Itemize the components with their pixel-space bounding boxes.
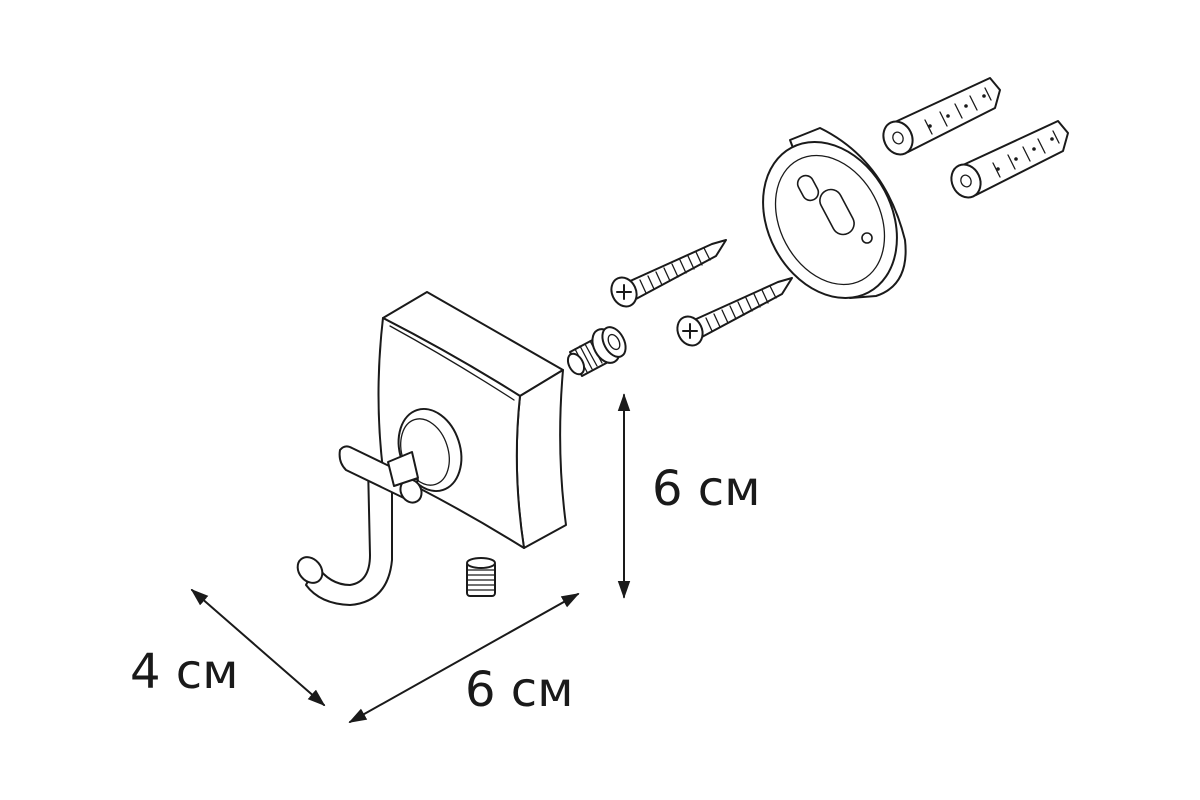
depth-dimension-arrow	[190, 588, 326, 707]
wall-plug-upper	[882, 77, 1001, 156]
wall-plug-lower	[950, 120, 1069, 199]
double-hook-arm	[296, 445, 423, 606]
grub-set-screw	[466, 557, 496, 597]
mounting-bolt-with-washer	[566, 326, 627, 377]
width-dimension-arrow	[348, 593, 580, 723]
width-dimension-label: 6 см	[465, 662, 573, 718]
depth-dimension-label: 4 см	[130, 644, 238, 700]
wood-screw-lower	[676, 277, 793, 347]
wood-screw-upper	[610, 239, 727, 308]
height-dimension-label: 6 см	[652, 461, 760, 517]
wall-mounting-plate	[762, 127, 907, 300]
